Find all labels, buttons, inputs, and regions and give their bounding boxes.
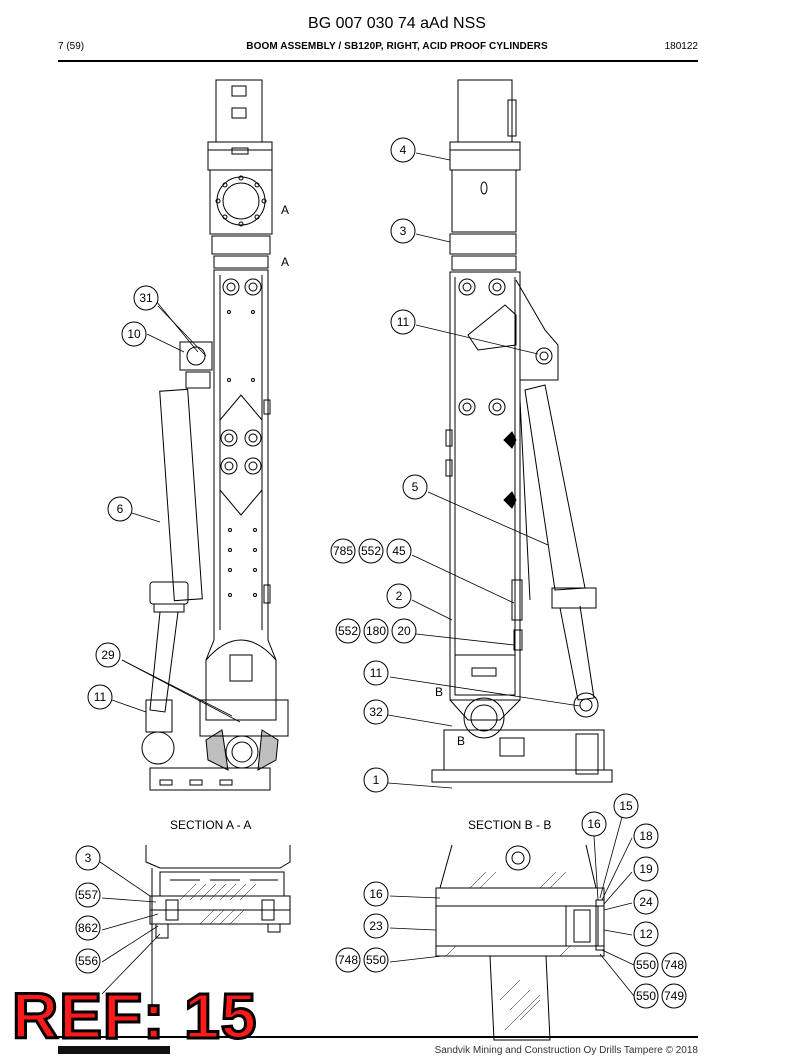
callout: 556 bbox=[75, 948, 101, 974]
callout: 23 bbox=[363, 913, 389, 939]
callout-label: 31 bbox=[139, 291, 153, 305]
callout: 12 bbox=[633, 921, 659, 947]
callout-label: 18 bbox=[639, 829, 653, 843]
callout-label: 5 bbox=[412, 480, 419, 494]
revision-date: 180122 bbox=[664, 41, 698, 52]
callout: 19 bbox=[633, 856, 659, 882]
callout: 4 bbox=[390, 137, 416, 163]
callout: 862 bbox=[75, 915, 101, 941]
callout-label: 557 bbox=[78, 888, 98, 902]
callout-label: 11 bbox=[370, 666, 383, 680]
callout: 6 bbox=[107, 496, 133, 522]
callout: 31 bbox=[133, 285, 159, 311]
callout: 3 bbox=[75, 845, 101, 871]
callout: 180 bbox=[363, 618, 389, 644]
callout-label: 45 bbox=[392, 544, 406, 558]
callout-label: 556 bbox=[78, 954, 98, 968]
callout: 29 bbox=[95, 642, 121, 668]
callout-label: 180 bbox=[366, 624, 386, 638]
callout: 552 bbox=[358, 538, 384, 564]
callout: 3 bbox=[390, 218, 416, 244]
callout-label: 24 bbox=[639, 895, 653, 909]
callout-label: 748 bbox=[664, 958, 684, 972]
callout: 16 bbox=[581, 811, 607, 837]
callout: 557 bbox=[75, 882, 101, 908]
callout-label: 16 bbox=[369, 887, 383, 901]
section-b-drawing bbox=[435, 844, 605, 1041]
callout: 550 bbox=[633, 952, 659, 978]
callout-label: 23 bbox=[369, 919, 383, 933]
page-number: 7 (59) bbox=[58, 41, 85, 52]
callout-label: 748 bbox=[338, 953, 358, 967]
view-marker-b-top: B bbox=[435, 685, 443, 699]
callout-label: 11 bbox=[94, 690, 107, 704]
callout-label: 19 bbox=[639, 862, 653, 876]
callout-label: 552 bbox=[338, 624, 358, 638]
view-marker-b-bottom: B bbox=[457, 734, 465, 748]
section-b-label: SECTION B - B bbox=[468, 818, 552, 832]
callout-label: 785 bbox=[333, 544, 353, 558]
callout-label: 20 bbox=[397, 624, 411, 638]
callout-bubbles: 31 10 6 29 11 4 3 11 5 785 552 45 2 552 … bbox=[75, 137, 687, 1009]
view-marker-a-top: A bbox=[281, 203, 289, 217]
callout: 24 bbox=[633, 889, 659, 915]
callout: 1 bbox=[363, 767, 389, 793]
callout: 11 bbox=[87, 684, 113, 710]
callout: 10 bbox=[121, 321, 147, 347]
callout-label: 550 bbox=[636, 989, 656, 1003]
callout-label: 862 bbox=[78, 921, 98, 935]
section-a-label: SECTION A - A bbox=[170, 818, 252, 832]
callout: 16 bbox=[363, 881, 389, 907]
page-title: BOOM ASSEMBLY / SB120P, RIGHT, ACID PROO… bbox=[246, 41, 548, 52]
callout: 11 bbox=[363, 660, 389, 686]
callout-label: 10 bbox=[127, 327, 141, 341]
company-logo bbox=[58, 1046, 170, 1054]
callout-label: 6 bbox=[117, 502, 124, 516]
document-number: BG 007 030 74 aAd NSS bbox=[308, 15, 486, 32]
callout-label: 749 bbox=[664, 989, 684, 1003]
callout: 785 bbox=[330, 538, 356, 564]
callout-label: 550 bbox=[636, 958, 656, 972]
callout-label: 3 bbox=[400, 224, 407, 238]
callout: 749 bbox=[661, 983, 687, 1009]
callout: 18 bbox=[633, 823, 659, 849]
callout-label: 15 bbox=[619, 799, 633, 813]
header-rule bbox=[58, 60, 698, 62]
callout: 550 bbox=[633, 983, 659, 1009]
callout-label: 11 bbox=[397, 315, 410, 329]
callout-label: 1 bbox=[373, 773, 380, 787]
callout-label: 29 bbox=[101, 648, 115, 662]
callout-label: 32 bbox=[369, 705, 383, 719]
callout-label: 3 bbox=[85, 851, 92, 865]
footer-copyright: Sandvik Mining and Construction Oy Drill… bbox=[434, 1045, 698, 1056]
callout: 15 bbox=[613, 793, 639, 819]
right-boom-view bbox=[431, 79, 613, 783]
callout: 32 bbox=[363, 699, 389, 725]
ref-stamp: REF: 15 bbox=[10, 980, 258, 1052]
callout: 550 bbox=[363, 947, 389, 973]
callout: 11 bbox=[390, 309, 416, 335]
callout-label: 12 bbox=[639, 927, 653, 941]
callout-label: 16 bbox=[587, 817, 601, 831]
callout: 20 bbox=[391, 618, 417, 644]
callout: 45 bbox=[386, 538, 412, 564]
callout: 552 bbox=[335, 618, 361, 644]
callout-label: 4 bbox=[400, 143, 407, 157]
callout: 2 bbox=[386, 583, 412, 609]
callout: 748 bbox=[661, 952, 687, 978]
section-a-drawing bbox=[145, 845, 291, 1015]
left-boom-view bbox=[141, 79, 289, 791]
callout: 748 bbox=[335, 947, 361, 973]
callout: 5 bbox=[402, 474, 428, 500]
callout-label: 552 bbox=[361, 544, 381, 558]
leader-lines bbox=[99, 152, 635, 997]
callout-label: 550 bbox=[366, 953, 386, 967]
view-marker-a-bottom: A bbox=[281, 255, 289, 269]
callout-label: 2 bbox=[396, 589, 403, 603]
footer-rule bbox=[58, 1036, 698, 1038]
